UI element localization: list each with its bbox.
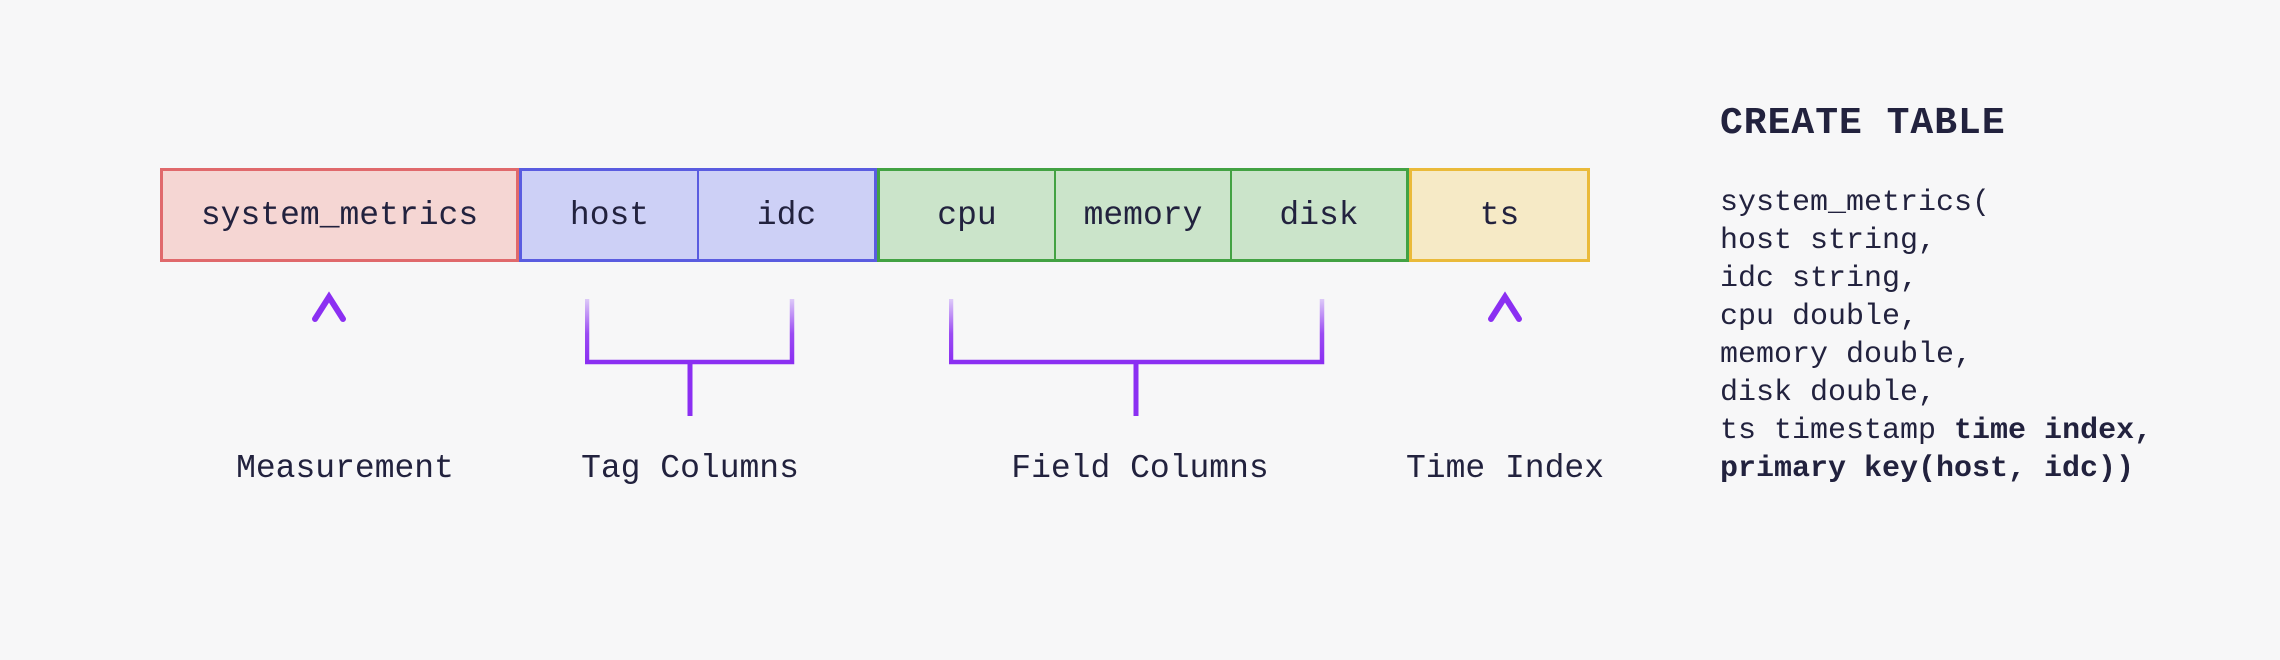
tag-columns-group: host idc xyxy=(519,168,877,262)
code-line: system_metrics( xyxy=(1720,186,1991,220)
code-line: disk double, xyxy=(1720,376,1937,410)
tag-cell-host: host xyxy=(569,196,650,234)
code-block: CREATE TABLE system_metrics(host string,… xyxy=(1720,100,2152,488)
measurement-label: Measurement xyxy=(236,450,454,487)
code-line: cpu double, xyxy=(1720,300,1919,334)
field-cell-disk: disk xyxy=(1230,171,1406,259)
measurement-group: system_metrics xyxy=(160,168,519,262)
time-cell-ts: ts xyxy=(1479,196,1520,234)
measurement-arrow-icon xyxy=(312,291,346,413)
field-columns-label: Field Columns xyxy=(1011,450,1269,487)
tag-cell-idc: idc xyxy=(697,171,874,259)
table-row: system_metrics host idc cpu memory disk … xyxy=(160,168,1590,262)
code-line: memory double, xyxy=(1720,338,1973,372)
field-columns-group: cpu memory disk xyxy=(877,168,1409,262)
field-cell-memory: memory xyxy=(1054,171,1230,259)
code-heading: CREATE TABLE xyxy=(1720,102,2006,145)
time-index-group: ts xyxy=(1409,168,1590,262)
code-line: primary key(host, idc)) xyxy=(1720,452,2135,486)
code-line: host string, xyxy=(1720,224,1937,258)
field-bracket-icon xyxy=(949,299,1325,416)
code-line: ts timestamp time index, xyxy=(1720,414,2153,448)
field-cell-cpu: cpu xyxy=(937,196,997,234)
code-lines: system_metrics(host string, idc string, cp… xyxy=(1720,184,2152,488)
measurement-cell: system_metrics xyxy=(200,196,479,234)
time-index-label: Time Index xyxy=(1405,450,1605,487)
time-arrow-icon xyxy=(1488,291,1522,413)
tag-columns-label: Tag Columns xyxy=(581,450,799,487)
tag-bracket-icon xyxy=(585,299,795,416)
code-line: idc string, xyxy=(1720,262,1919,296)
